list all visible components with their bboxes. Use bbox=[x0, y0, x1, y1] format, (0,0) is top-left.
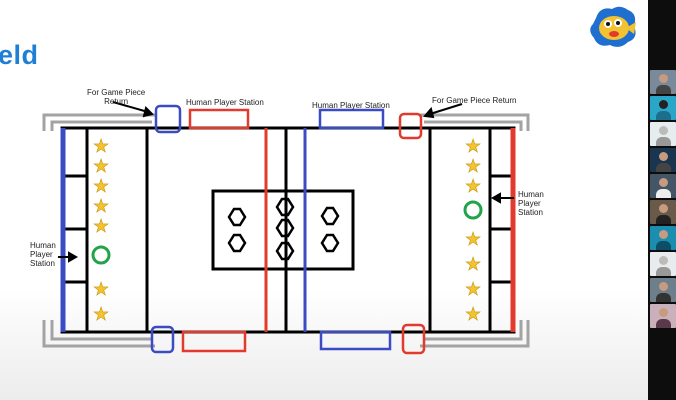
game-field-diagram: ★ ★ ★ ★ ★ ★ ★ ★ ★ ★ ★ ★ ★ ★ bbox=[42, 101, 530, 355]
label-right-station: Human Player Station bbox=[518, 190, 544, 217]
star-icon: ★ bbox=[465, 136, 481, 156]
star-icon: ★ bbox=[93, 176, 109, 196]
arrow-icon bbox=[423, 106, 435, 119]
circle-ring-icon bbox=[91, 245, 111, 265]
participant-tile[interactable] bbox=[650, 122, 676, 146]
right-stars: ★ ★ ★ ★ ★ ★ ★ bbox=[465, 136, 482, 325]
callout-arrows bbox=[58, 101, 514, 263]
star-icon: ★ bbox=[93, 279, 109, 299]
hexagon-icon bbox=[320, 206, 340, 226]
participant-tile[interactable] bbox=[650, 174, 676, 198]
circle-ring-icon bbox=[463, 200, 483, 220]
hexagon-game-pieces bbox=[227, 197, 340, 261]
label-top-right-return: For Game Piece Return bbox=[432, 96, 517, 105]
label-left-station: Human Player Station bbox=[30, 241, 56, 268]
star-icon: ★ bbox=[465, 254, 481, 274]
presentation-slide: eld bbox=[0, 0, 648, 400]
field-walls bbox=[60, 126, 516, 334]
participant-tile[interactable] bbox=[650, 148, 676, 172]
star-icon: ★ bbox=[465, 176, 481, 196]
arrow-icon bbox=[142, 106, 154, 118]
star-icon: ★ bbox=[93, 216, 109, 236]
label-top-left-station: Human Player Station bbox=[186, 98, 264, 107]
hexagon-icon bbox=[320, 233, 340, 253]
participant-tile[interactable] bbox=[650, 70, 676, 94]
participant-tile[interactable] bbox=[650, 278, 676, 302]
participant-tile[interactable] bbox=[650, 252, 676, 276]
star-icon: ★ bbox=[93, 196, 109, 216]
star-icon: ★ bbox=[465, 304, 481, 324]
hexagon-icon bbox=[275, 197, 295, 217]
participant-tile[interactable] bbox=[650, 200, 676, 224]
star-icon: ★ bbox=[93, 156, 109, 176]
participant-tile[interactable] bbox=[650, 96, 676, 120]
participant-tile[interactable] bbox=[650, 226, 676, 250]
participant-tile[interactable] bbox=[650, 304, 676, 328]
label-top-left-return: For Game Piece Return bbox=[87, 88, 146, 106]
gray-rails bbox=[42, 113, 530, 348]
left-stars: ★ ★ ★ ★ ★ ★ ★ bbox=[93, 136, 110, 325]
fish-mascot-logo bbox=[590, 6, 636, 47]
label-top-right-station: Human Player Station bbox=[312, 101, 390, 110]
star-icon: ★ bbox=[465, 156, 481, 176]
hexagon-icon bbox=[275, 218, 295, 238]
hexagon-icon bbox=[227, 233, 247, 253]
star-icon: ★ bbox=[93, 304, 109, 324]
star-icon: ★ bbox=[465, 229, 481, 249]
arrow-icon bbox=[490, 192, 501, 204]
arrow-icon bbox=[68, 251, 79, 263]
star-icon: ★ bbox=[93, 136, 109, 156]
player-stations bbox=[150, 104, 426, 355]
hexagon-icon bbox=[227, 207, 247, 227]
slide-title: eld bbox=[0, 40, 39, 70]
alliance-lines bbox=[60, 128, 516, 332]
star-icon: ★ bbox=[465, 279, 481, 299]
hexagon-icon bbox=[275, 241, 295, 261]
